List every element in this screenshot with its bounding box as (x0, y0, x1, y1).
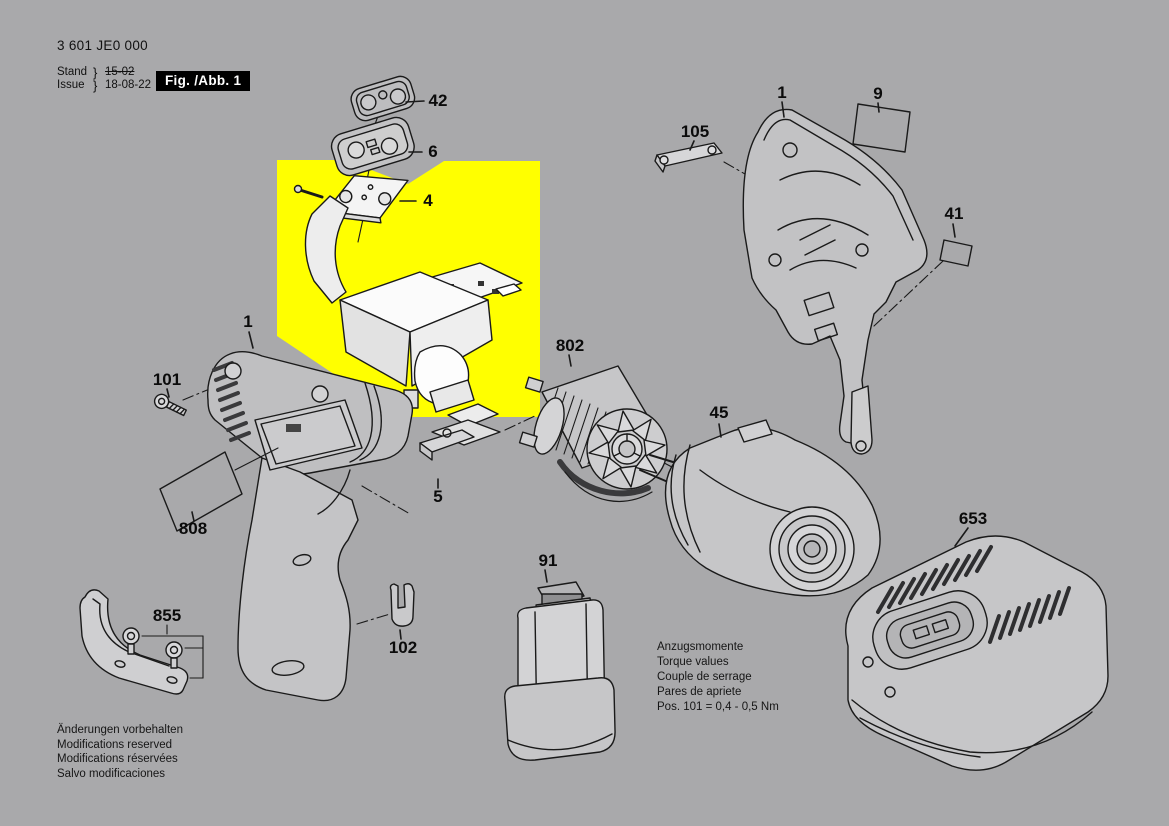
part-label-45: 45 (709, 403, 729, 422)
torque-line-de: Anzugsmomente (657, 641, 744, 653)
stand-label: Stand (57, 66, 88, 78)
motor-fan (586, 408, 668, 490)
switch-module-drawing (293, 184, 523, 413)
u-clip-drawing (389, 583, 415, 627)
keypad-drawing (330, 116, 415, 177)
drill-housing-left-drawing (207, 351, 414, 702)
charger-drawing (845, 535, 1109, 771)
part-label-105: 105 (680, 122, 710, 141)
sticker-9-drawing (852, 103, 911, 153)
modifications-line-fr: Modifications réservées (57, 753, 178, 766)
chuck-rings (769, 506, 855, 592)
battery-pack-drawing (504, 581, 616, 761)
brace-glyph: } (93, 65, 98, 80)
figure-label: Fig. /Abb. 1 (156, 71, 251, 91)
sticker-808-drawing (159, 451, 243, 532)
slide-piece-drawing (419, 403, 501, 461)
label-leader-lines (166, 100, 969, 640)
issue-block: Stand } 15-02 Issue } 18-08-22 (57, 66, 151, 92)
part-label-91: 91 (538, 551, 558, 570)
sealing-plate-drawing (350, 75, 416, 122)
torque-line-fr: Couple de serrage (657, 671, 752, 683)
modifications-line-es: Salvo modificaciones (57, 767, 166, 780)
part-label-9: 9 (873, 84, 883, 103)
belt-clip-leader-lines (141, 624, 204, 679)
document-part-number: 3 601 JE0 000 (57, 38, 148, 53)
part-label-102: 102 (388, 638, 418, 657)
screw-drawing (153, 393, 187, 417)
sticker-41-drawing (939, 239, 973, 267)
new-date: 18-08-22 (105, 79, 152, 91)
torque-note: Anzugsmomente Torque values Couple de se… (657, 640, 779, 715)
part-label-42: 42 (428, 91, 448, 110)
part-label-808: 808 (178, 519, 208, 538)
charger-vents (876, 545, 1071, 644)
brace-glyph: } (93, 78, 98, 93)
cover-strip-drawing (654, 142, 723, 173)
modifications-line-en: Modifications reserved (57, 738, 173, 751)
part-label-6: 6 (428, 142, 438, 161)
modifications-note: Änderungen vorbehalten Modifications res… (57, 723, 183, 781)
part-label-101: 101 (152, 370, 182, 389)
gearbox-drawing (664, 419, 881, 597)
housing-right-drawing (742, 108, 928, 455)
torque-value: Pos. 101 = 0,4 - 0,5 Nm (657, 701, 779, 713)
old-date: 15-02 (105, 66, 135, 78)
part-label-4: 4 (423, 191, 433, 210)
issue-label: Issue (57, 79, 85, 91)
charger-socket (872, 590, 988, 670)
part-label-802: 802 (555, 336, 585, 355)
part-label-855: 855 (152, 606, 182, 625)
torque-line-en: Torque values (657, 656, 729, 668)
part-label-653: 653 (958, 509, 988, 528)
motor-drawing (518, 365, 674, 502)
part-label-41: 41 (944, 204, 964, 223)
belt-clip-screws (122, 627, 183, 669)
modifications-line-de: Änderungen vorbehalten (57, 724, 183, 736)
part-label-1-right: 1 (777, 83, 787, 102)
torque-line-es: Pares de apriete (657, 686, 742, 698)
part-label-1-left: 1 (243, 312, 253, 331)
part-label-5: 5 (433, 487, 443, 506)
belt-clip-drawing (79, 589, 204, 695)
